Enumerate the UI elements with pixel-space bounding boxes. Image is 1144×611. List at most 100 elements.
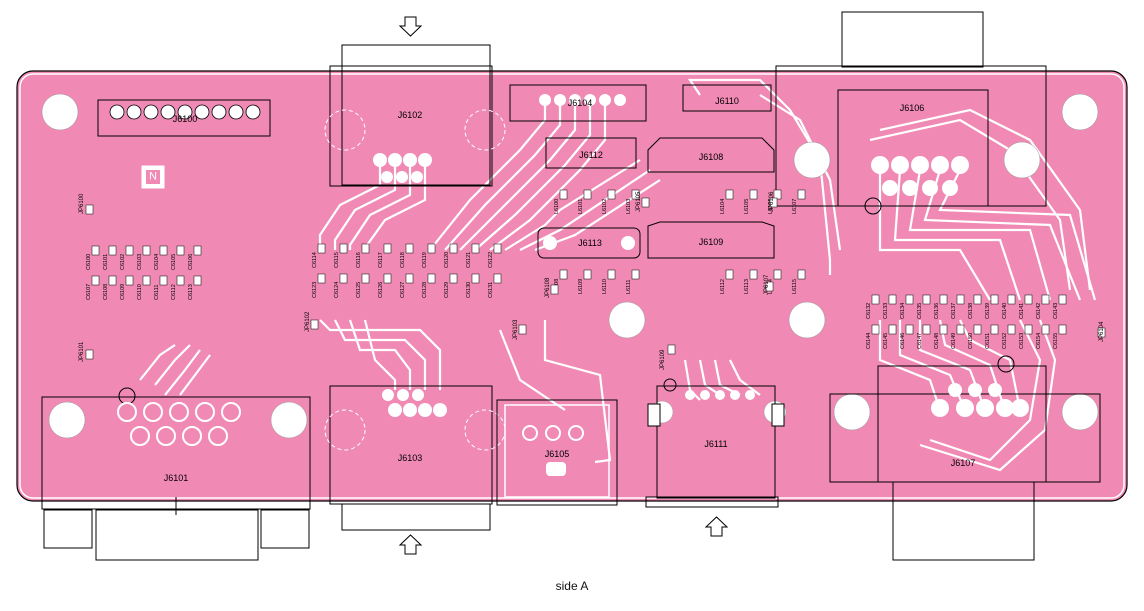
component-label: C6118 xyxy=(400,252,406,268)
component-label: C6105 xyxy=(171,254,177,270)
component-label: C6100 xyxy=(86,254,92,270)
component-label: C6152 xyxy=(1002,333,1008,349)
j6100-label: J6100 xyxy=(173,114,198,124)
component-label: C6145 xyxy=(883,333,889,349)
smd-pad xyxy=(797,269,806,280)
mounting-hole-icon xyxy=(608,301,646,339)
smd-pad xyxy=(176,245,185,256)
smd-pad xyxy=(91,245,100,256)
jumper-label: JP6102 xyxy=(305,311,311,332)
smd-pad xyxy=(405,243,414,254)
component-label: C6154 xyxy=(1036,333,1042,349)
smd-group-middle: L6100L6101L6102L6103L6104L6105L6106L6107… xyxy=(550,189,806,355)
smd-pad xyxy=(125,245,134,256)
trace-layer xyxy=(139,78,1097,472)
component-label: L6102 xyxy=(602,199,608,214)
component-label: C6144 xyxy=(866,333,872,349)
connector-j6112: J6112 xyxy=(545,137,637,169)
smd-pad xyxy=(905,294,914,305)
smd-pad xyxy=(583,269,592,280)
smd-pad xyxy=(725,189,734,200)
smd-pad xyxy=(607,189,616,200)
n-marker: N xyxy=(141,165,165,189)
component-label: C6151 xyxy=(985,333,991,349)
smd-pad xyxy=(641,197,650,208)
j6109-label: J6109 xyxy=(699,237,724,247)
mounting-hole-icon xyxy=(833,393,871,431)
jumper-label: JP6109 xyxy=(660,349,666,370)
smd-pad xyxy=(1007,294,1016,305)
smd-pad xyxy=(471,273,480,284)
component-label: C6148 xyxy=(934,333,940,349)
connector-j6108: J6108 xyxy=(647,137,775,173)
component-label: C6116 xyxy=(356,252,362,268)
connector-j6102: J6102 xyxy=(324,44,506,187)
smd-pad xyxy=(1024,324,1033,335)
smd-pad xyxy=(583,189,592,200)
connector-j6113: J6113 xyxy=(537,227,641,259)
smd-pad xyxy=(990,294,999,305)
smd-pad xyxy=(1041,324,1050,335)
smd-pad xyxy=(339,243,348,254)
component-label: C6140 xyxy=(1002,303,1008,319)
smd-pad xyxy=(559,189,568,200)
smd-pad xyxy=(125,275,134,286)
smd-pad xyxy=(427,243,436,254)
smd-pad xyxy=(383,243,392,254)
mounting-hole-icon xyxy=(1003,141,1041,179)
smd-pad xyxy=(91,275,100,286)
smd-pad xyxy=(769,197,778,208)
component-label: C6128 xyxy=(422,282,428,298)
component-label: C6135 xyxy=(917,303,923,319)
smd-pad xyxy=(449,243,458,254)
component-label: C6120 xyxy=(444,252,450,268)
smd-pad xyxy=(317,273,326,284)
mounting-hole-icon xyxy=(48,401,86,439)
smd-pad xyxy=(956,324,965,335)
j6110-label: J6110 xyxy=(715,96,739,106)
j6102-label: J6102 xyxy=(398,110,423,120)
up-arrow-icon xyxy=(704,516,729,537)
component-label: C6113 xyxy=(188,284,194,300)
jumper-label: JP6104 xyxy=(1099,321,1105,342)
smd-pad xyxy=(667,344,676,355)
component-label: L6112 xyxy=(720,279,726,294)
component-label: C6146 xyxy=(900,333,906,349)
smd-pad xyxy=(939,324,948,335)
smd-pad xyxy=(159,275,168,286)
smd-pad xyxy=(905,324,914,335)
component-label: C6133 xyxy=(883,303,889,319)
jumper-labels: JP6100 JP6101 JP6102 JP6103 JP6104 JP610… xyxy=(79,191,1105,370)
jumper-label: JP6107 xyxy=(764,274,770,295)
smd-pad xyxy=(427,273,436,284)
smd-pad xyxy=(1058,294,1067,305)
down-arrow-icon xyxy=(398,16,423,37)
smd-pad xyxy=(631,189,640,200)
component-label: C6131 xyxy=(488,282,494,298)
component-label: C6153 xyxy=(1019,333,1025,349)
smd-pad xyxy=(773,269,782,280)
component-label: C6147 xyxy=(917,333,923,349)
smd-pad xyxy=(559,269,568,280)
mounting-hole-icon xyxy=(270,401,308,439)
connector-j6110: J6110 xyxy=(682,84,772,112)
smd-pad xyxy=(939,294,948,305)
smd-pad xyxy=(797,189,806,200)
smd-pad xyxy=(973,294,982,305)
component-label: C6124 xyxy=(334,282,340,298)
component-label: C6142 xyxy=(1036,303,1042,319)
smd-pad xyxy=(773,189,782,200)
j6106-label: J6106 xyxy=(900,103,925,113)
smd-pad xyxy=(888,324,897,335)
component-label: C6132 xyxy=(866,303,872,319)
smd-pad xyxy=(176,275,185,286)
component-label: C6143 xyxy=(1053,303,1059,319)
smd-pad xyxy=(142,275,151,286)
mounting-hole-icon xyxy=(793,141,831,179)
smd-pad xyxy=(361,243,370,254)
smd-pad xyxy=(310,319,319,330)
component-label: L6113 xyxy=(744,279,750,294)
